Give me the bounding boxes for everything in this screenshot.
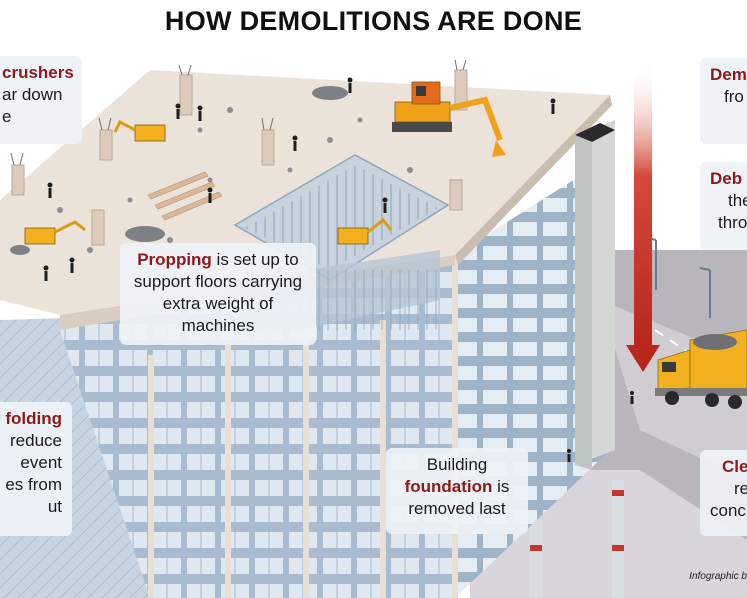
dump-truck — [655, 329, 747, 409]
callout-scaffolding: folding reduce event es from ut — [0, 402, 72, 536]
callout-scaffolding-line: reduce — [10, 431, 62, 450]
callout-propping: Propping is set up to support floors car… — [120, 243, 316, 345]
basement-pillar — [612, 480, 624, 598]
callout-scaffolding-line: ut — [47, 497, 62, 516]
callout-propping-line: machines — [181, 316, 255, 335]
callout-crushers: crushers ar down e — [0, 56, 82, 144]
callout-debris-line: thro — [718, 213, 747, 232]
basement-pillar — [530, 520, 542, 598]
callout-clean-line: conc — [710, 501, 746, 520]
callout-demolition-keyword: Dem — [710, 65, 747, 84]
workers — [43, 77, 634, 462]
callout-clean: Cle re conc — [700, 450, 747, 536]
callout-scaffolding-line: es from — [5, 475, 62, 494]
roof-edge-side — [455, 95, 612, 265]
callout-clean-keyword: Cle — [722, 457, 747, 476]
callout-demolition: Dem fro g — [700, 58, 747, 144]
callout-foundation-keyword: foundation — [404, 477, 493, 496]
callout-foundation: Building foundation is removed last — [386, 448, 528, 534]
callout-foundation-line: removed last — [408, 499, 506, 518]
rubble-pile — [125, 226, 165, 242]
rubble-pile — [312, 86, 348, 100]
callout-demolition-line: fro — [724, 87, 744, 106]
chute-arrow-head — [626, 345, 660, 372]
page-title: HOW DEMOLITIONS ARE DONE — [164, 6, 583, 36]
callout-crushers-keyword: crushers — [2, 63, 74, 82]
callout-debris-keyword: Deb — [710, 169, 743, 188]
callout-demolition-line: g — [710, 108, 747, 130]
credit-text: Infographic b — [689, 571, 747, 582]
callout-propping-line: is set up to — [211, 250, 299, 269]
callout-debris-line: the — [728, 191, 747, 210]
chute-arrow-shaft — [634, 60, 652, 350]
callout-scaffolding-keyword: folding — [5, 409, 62, 428]
callout-scaffolding-line: event — [20, 453, 62, 472]
excavator — [337, 217, 393, 245]
callout-propping-line: support floors carrying — [133, 272, 303, 291]
column-stubs — [11, 69, 468, 246]
lamp-post — [699, 267, 711, 318]
callout-propping-keyword: Propping — [137, 250, 212, 269]
callout-crushers-line: e — [2, 107, 12, 126]
callout-propping-line: extra weight of — [162, 294, 274, 313]
callout-foundation-line: Building — [426, 455, 488, 474]
callout-crushers-line: ar down — [2, 85, 63, 104]
callout-clean-line: re — [734, 479, 747, 498]
planks — [147, 171, 223, 221]
excavator — [24, 220, 86, 245]
large-excavator — [392, 81, 506, 157]
excavator — [113, 119, 166, 142]
callout-debris: Deb the thro — [700, 162, 747, 250]
callout-foundation-line: is — [492, 477, 510, 496]
